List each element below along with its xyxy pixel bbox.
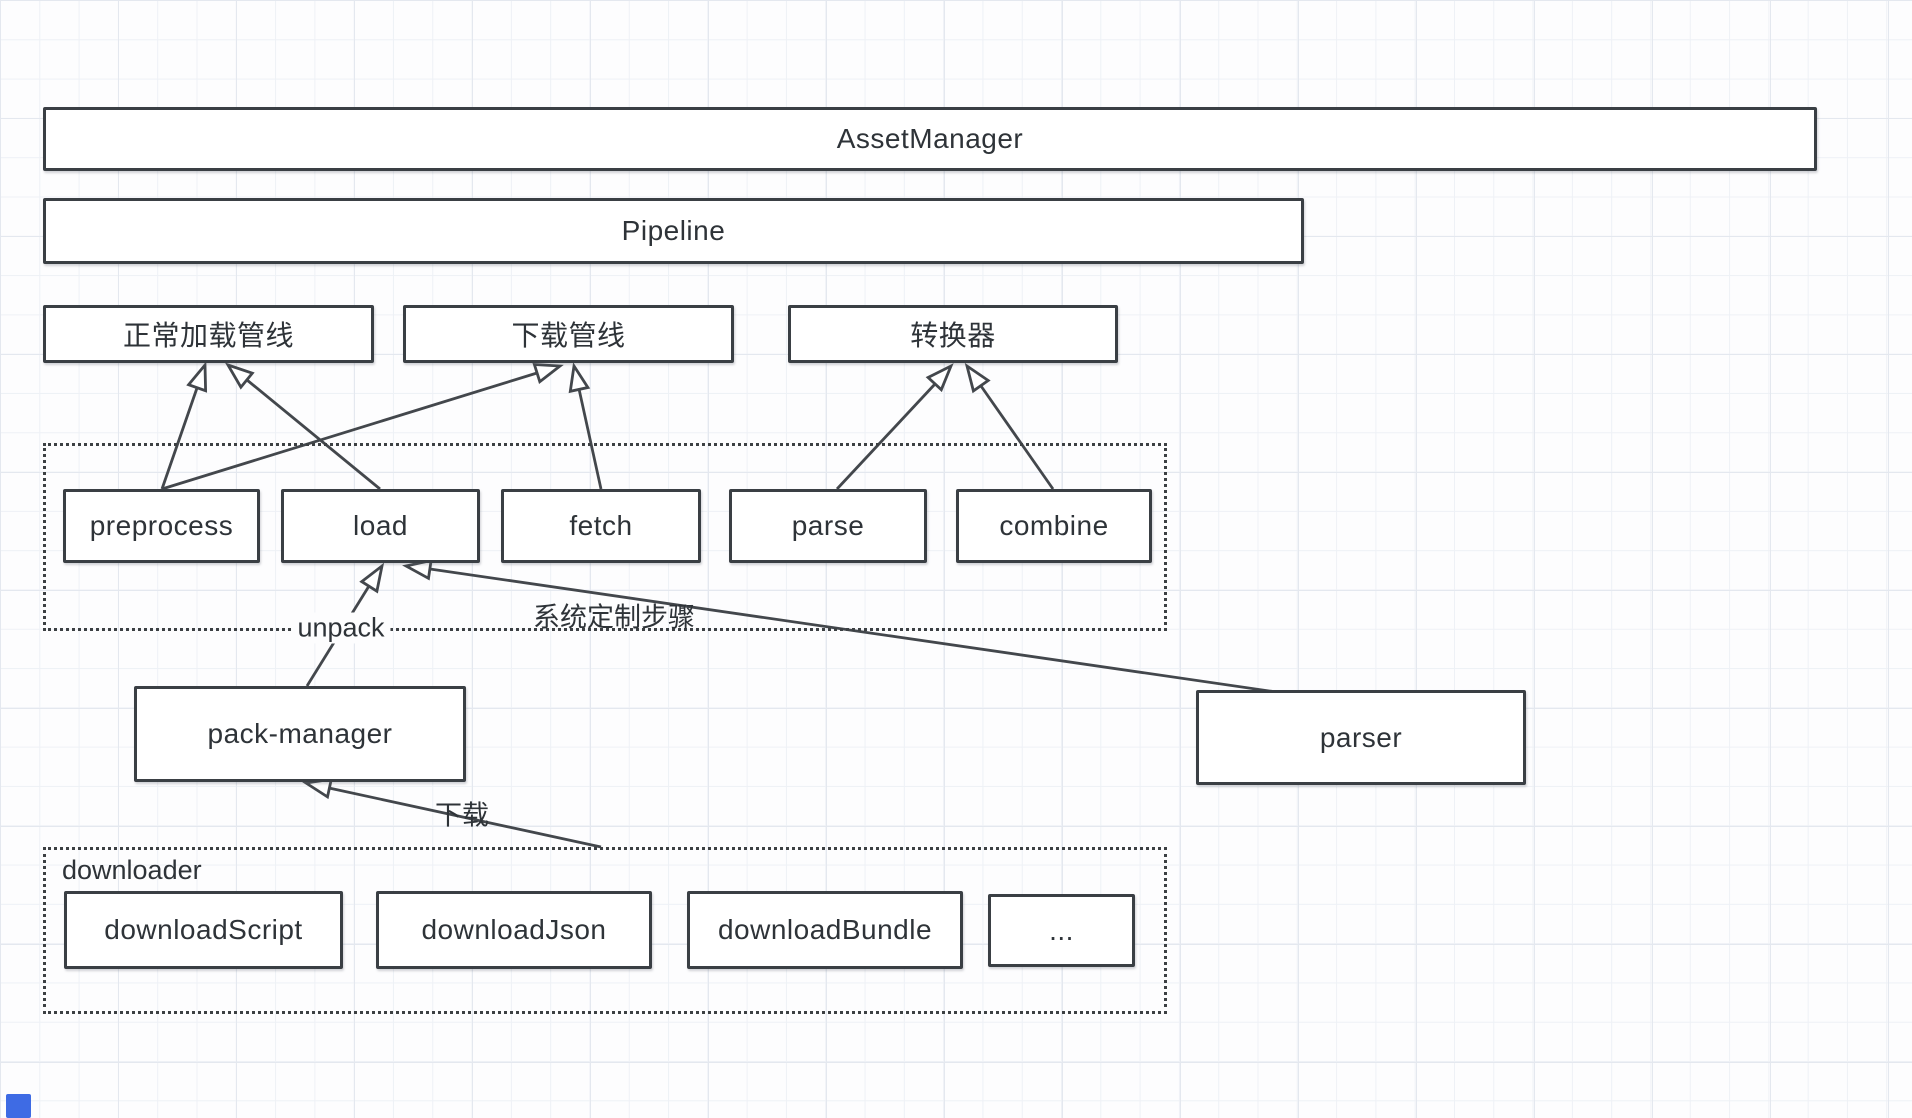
arrowhead-normal-pipeline-right — [224, 362, 255, 390]
node-preprocess: preprocess — [63, 489, 260, 563]
arrowhead-normal-pipeline-left — [186, 361, 208, 393]
node-parser: parser — [1196, 690, 1526, 785]
edge-label-download: 下载 — [435, 800, 489, 831]
node-fetch: fetch — [501, 489, 701, 563]
node-combine: combine — [956, 489, 1152, 563]
arrowhead-transformer-left — [925, 363, 954, 393]
node-download-script: downloadScript — [64, 891, 343, 969]
node-load: load — [281, 489, 480, 563]
arrowhead-transformer-right — [964, 362, 991, 394]
node-download-more: ... — [988, 894, 1135, 967]
node-normal-load-pipeline: 正常加载管线 — [43, 305, 374, 363]
node-parse: parse — [729, 489, 927, 563]
arrowhead-download-pipeline-left — [532, 362, 564, 385]
custom-steps-label: 系统定制步骤 — [533, 602, 695, 633]
node-transformer: 转换器 — [788, 305, 1118, 363]
group-downloader — [43, 847, 1167, 1014]
node-pack-manager: pack-manager — [134, 686, 466, 782]
group-custom-steps — [43, 443, 1167, 631]
edge-label-unpack: unpack — [291, 612, 391, 644]
canvas-corner-indicator[interactable] — [6, 1094, 31, 1118]
node-download-pipeline: 下载管线 — [403, 305, 734, 363]
downloader-group-label: downloader — [62, 855, 202, 885]
node-download-bundle: downloadBundle — [687, 891, 963, 969]
node-asset-manager: AssetManager — [43, 107, 1817, 171]
node-pipeline: Pipeline — [43, 198, 1304, 264]
arrowhead-download-pipeline-right — [568, 362, 591, 394]
node-download-json: downloadJson — [376, 891, 652, 969]
